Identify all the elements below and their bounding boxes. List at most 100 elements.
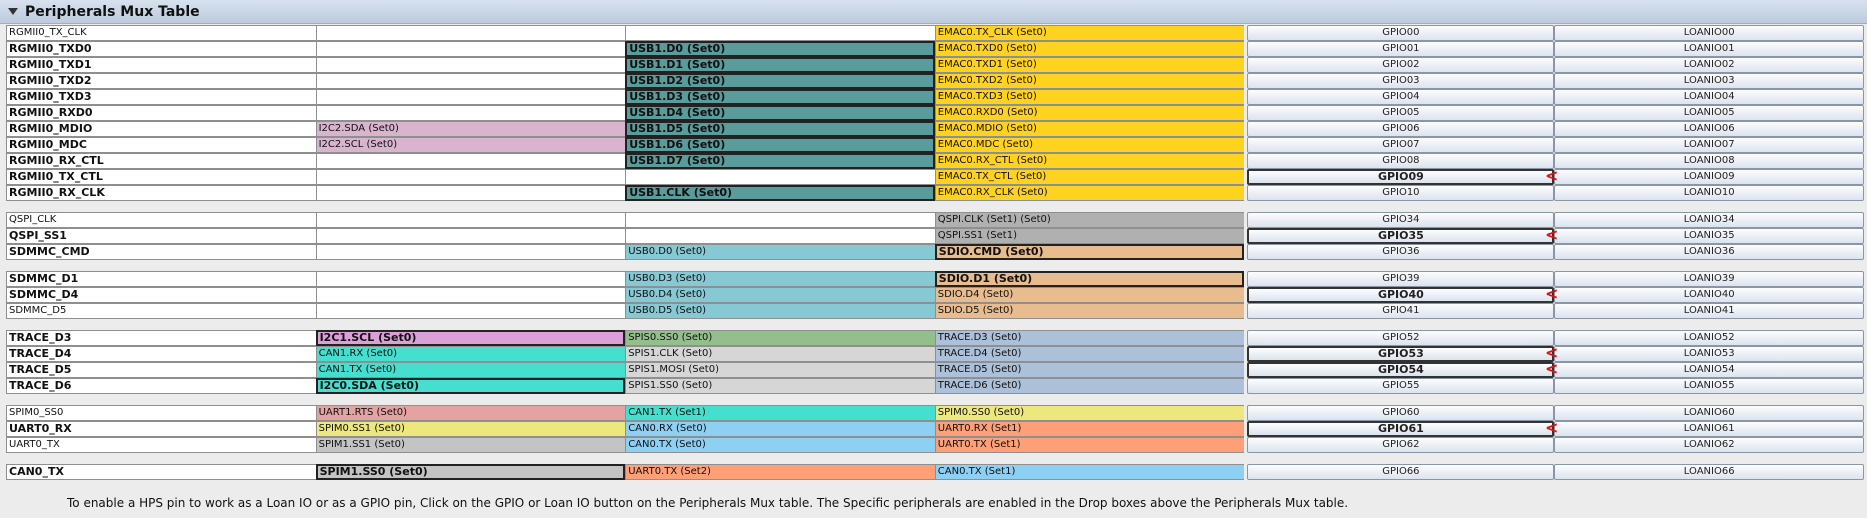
gpio-cell: GPIO36 — [1244, 244, 1555, 260]
gpio-cell: GPIO03 — [1244, 73, 1555, 89]
pin-name: SDMMC_D5 — [6, 303, 316, 319]
loanio-button[interactable]: LOANIO07 — [1554, 137, 1864, 153]
gpio-button[interactable]: GPIO39 — [1247, 271, 1555, 287]
loanio-button[interactable]: LOANIO01 — [1554, 41, 1864, 57]
gpio-button[interactable]: GPIO40 — [1247, 287, 1555, 303]
gpio-button[interactable]: GPIO07 — [1247, 137, 1555, 153]
gpio-button[interactable]: GPIO54 — [1247, 362, 1555, 378]
collapse-triangle-icon[interactable] — [8, 8, 18, 15]
pin-name: QSPI_CLK — [6, 212, 316, 228]
loanio-button[interactable]: LOANIO02 — [1554, 57, 1864, 73]
peripheral-cell-mux3: EMAC0.RXD0 (Set0) — [934, 105, 1245, 121]
pin-name: RGMII0_TX_CTL — [6, 169, 316, 185]
gpio-button[interactable]: GPIO04 — [1247, 89, 1555, 105]
loanio-button[interactable]: LOANIO61 — [1554, 421, 1864, 437]
gpio-cell: GPIO60 — [1244, 405, 1555, 421]
pin-name: RGMII0_RX_CTL — [6, 153, 316, 169]
peripheral-cell-mux3: SPIM0.SS0 (Set0) — [934, 405, 1245, 421]
selected-gpio-marker-icon: < — [1544, 225, 1559, 244]
peripherals-mux-header[interactable]: Peripherals Mux Table — [0, 0, 1867, 24]
peripheral-cell-mux2 — [625, 169, 935, 185]
peripheral-cell-mux3: EMAC0.TX_CTL (Set0) — [934, 169, 1245, 185]
pin-name: RGMII0_TXD2 — [6, 73, 316, 89]
gpio-button[interactable]: GPIO36 — [1247, 244, 1555, 260]
gpio-button[interactable]: GPIO62 — [1247, 437, 1555, 453]
peripheral-cell-mux2 — [625, 228, 935, 244]
gpio-button[interactable]: GPIO66 — [1247, 464, 1555, 480]
loanio-button[interactable]: LOANIO09 — [1554, 169, 1864, 185]
peripheral-cell-mux3: TRACE.D4 (Set0) — [934, 346, 1245, 362]
gpio-button[interactable]: GPIO05 — [1247, 105, 1555, 121]
gpio-button[interactable]: GPIO10 — [1247, 185, 1555, 201]
gpio-button[interactable]: GPIO03 — [1247, 73, 1555, 89]
peripheral-cell-mux3: TRACE.D6 (Set0) — [934, 378, 1245, 394]
pin-name: RGMII0_RXD0 — [6, 105, 316, 121]
loanio-button[interactable]: LOANIO52 — [1554, 330, 1864, 346]
gpio-button[interactable]: GPIO09 — [1247, 169, 1555, 185]
gpio-cell: GPIO61< — [1244, 419, 1558, 437]
group-spacer — [6, 394, 1864, 405]
loanio-button[interactable]: LOANIO00 — [1554, 25, 1864, 41]
loanio-button[interactable]: LOANIO04 — [1554, 89, 1864, 105]
gpio-button[interactable]: GPIO61 — [1247, 421, 1555, 437]
loanio-button[interactable]: LOANIO55 — [1554, 378, 1864, 394]
loanio-button[interactable]: LOANIO35 — [1554, 228, 1864, 244]
gpio-button[interactable]: GPIO35 — [1247, 228, 1555, 244]
loanio-button[interactable]: LOANIO08 — [1554, 153, 1864, 169]
gpio-button[interactable]: GPIO34 — [1247, 212, 1555, 228]
gpio-button[interactable]: GPIO53 — [1247, 346, 1555, 362]
gpio-button[interactable]: GPIO06 — [1247, 121, 1555, 137]
loanio-button[interactable]: LOANIO41 — [1554, 303, 1864, 319]
loanio-button[interactable]: LOANIO53 — [1554, 346, 1864, 362]
loanio-button[interactable]: LOANIO54 — [1554, 362, 1864, 378]
gpio-button[interactable]: GPIO60 — [1247, 405, 1555, 421]
peripheral-cell-mux2 — [625, 212, 935, 228]
loanio-button[interactable]: LOANIO60 — [1554, 405, 1864, 421]
gpio-button[interactable]: GPIO00 — [1247, 25, 1555, 41]
peripheral-cell-mux1 — [315, 41, 626, 57]
loanio-button[interactable]: LOANIO05 — [1554, 105, 1864, 121]
gpio-button[interactable]: GPIO52 — [1247, 330, 1555, 346]
loanio-button[interactable]: LOANIO66 — [1554, 464, 1864, 480]
peripheral-cell-mux1: CAN1.RX (Set0) — [315, 346, 626, 362]
pin-name: RGMII0_TXD0 — [6, 41, 316, 57]
peripheral-cell-mux2 — [625, 25, 935, 41]
peripheral-cell-mux1 — [315, 287, 626, 303]
help-text: To enable a HPS pin to work as a Loan IO… — [67, 496, 1349, 510]
loanio-button[interactable]: LOANIO03 — [1554, 73, 1864, 89]
gpio-button[interactable]: GPIO08 — [1247, 153, 1555, 169]
loanio-button[interactable]: LOANIO34 — [1554, 212, 1864, 228]
gpio-button[interactable]: GPIO02 — [1247, 57, 1555, 73]
gpio-button[interactable]: GPIO41 — [1247, 303, 1555, 319]
peripheral-cell-mux3: SDIO.D5 (Set0) — [934, 303, 1245, 319]
gpio-button[interactable]: GPIO55 — [1247, 378, 1555, 394]
loanio-button[interactable]: LOANIO39 — [1554, 271, 1864, 287]
peripheral-cell-mux1 — [315, 271, 626, 287]
loanio-button[interactable]: LOANIO10 — [1554, 185, 1864, 201]
loanio-button[interactable]: LOANIO40 — [1554, 287, 1864, 303]
peripheral-cell-mux2: USB1.CLK (Set0) — [625, 185, 935, 201]
peripheral-cell-mux1 — [315, 57, 626, 73]
gpio-cell: GPIO08 — [1244, 153, 1555, 169]
gpio-button[interactable]: GPIO01 — [1247, 41, 1555, 57]
loanio-button[interactable]: LOANIO06 — [1554, 121, 1864, 137]
peripheral-cell-mux1 — [315, 25, 626, 41]
pin-name: TRACE_D5 — [6, 362, 316, 378]
gpio-cell: GPIO39 — [1244, 271, 1555, 287]
peripheral-cell-mux3: SDIO.D4 (Set0) — [934, 287, 1245, 303]
loanio-button[interactable]: LOANIO36 — [1554, 244, 1864, 260]
gpio-cell: GPIO35< — [1244, 226, 1558, 244]
peripheral-cell-mux3: QSPI.SS1 (Set1) — [934, 228, 1245, 244]
peripheral-cell-mux3: QSPI.CLK (Set1) (Set0) — [934, 212, 1245, 228]
loanio-button[interactable]: LOANIO62 — [1554, 437, 1864, 453]
